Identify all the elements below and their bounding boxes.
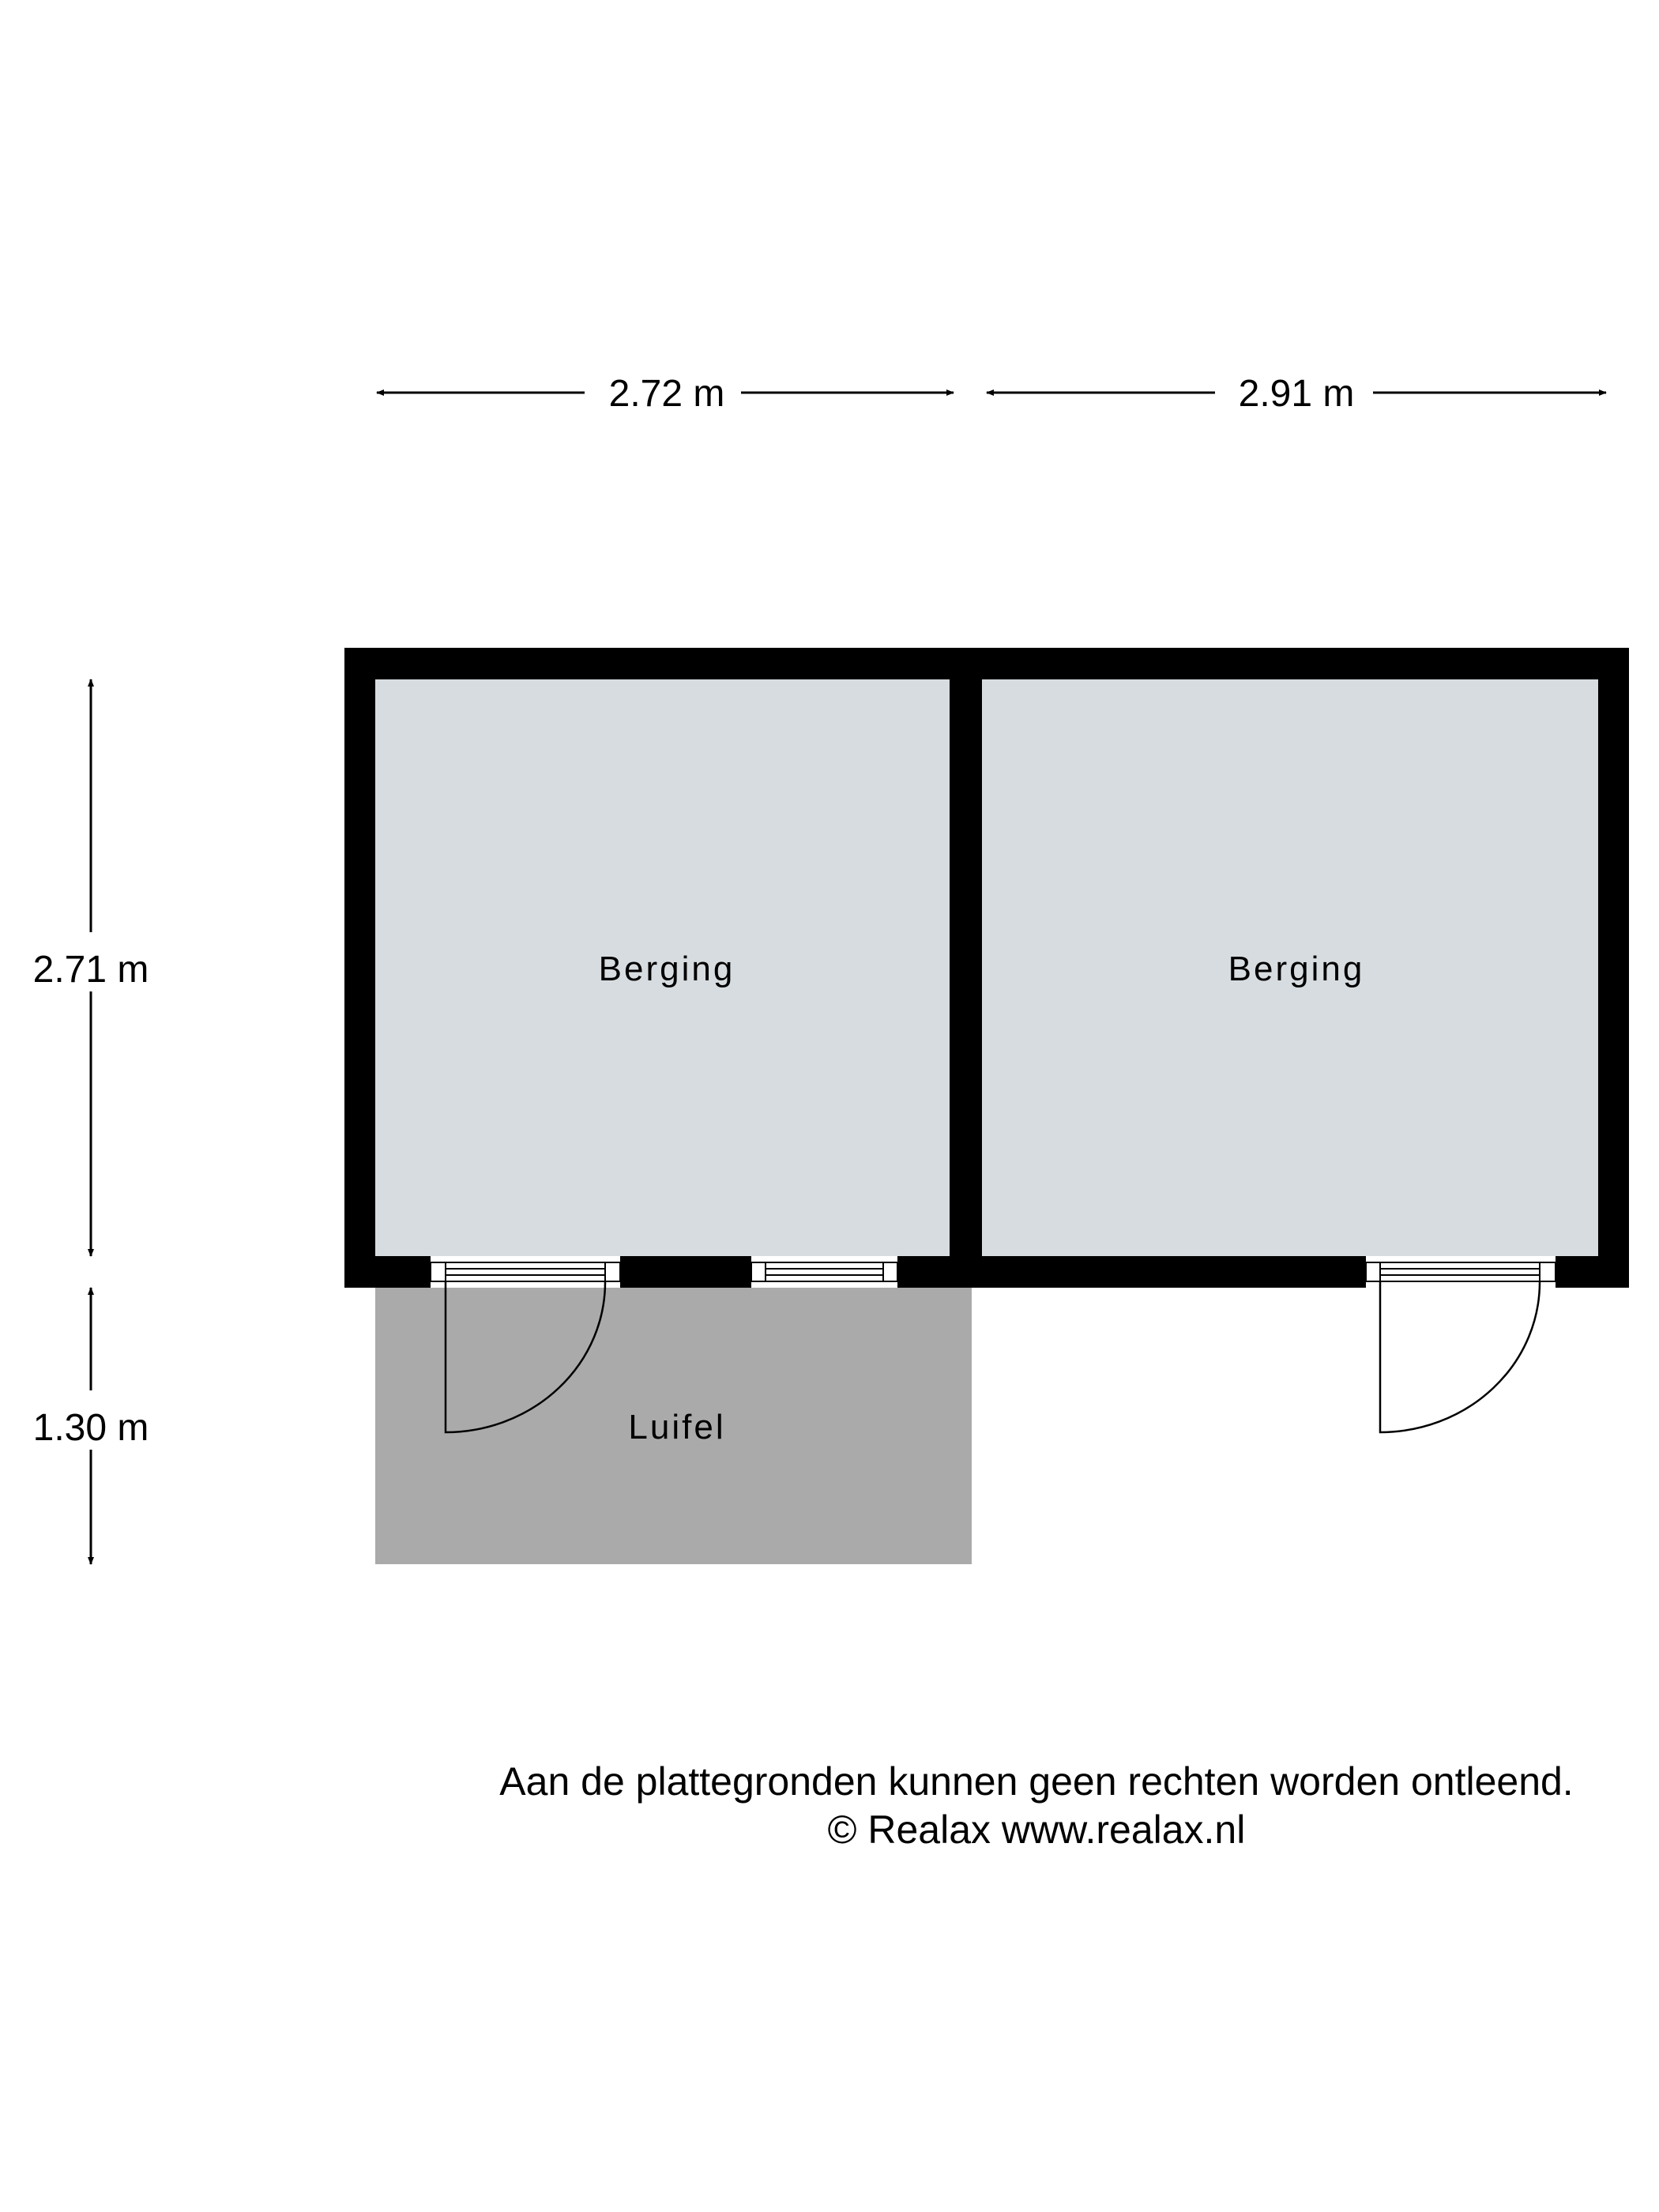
room-fill-left	[375, 679, 950, 1256]
door-opening-left	[430, 1256, 621, 1288]
footer-copyright: © Realax www.realax.nl	[828, 1808, 1246, 1852]
dimension-depth-rooms: 2.71 m	[33, 949, 149, 991]
footer-disclaimer: Aan de plattegronden kunnen geen rechten…	[499, 1759, 1573, 1804]
room-label-berging-right: Berging	[1228, 950, 1365, 988]
door-swing-left	[444, 1281, 607, 1434]
door-opening-right	[1365, 1256, 1556, 1288]
door-swing-right	[1379, 1281, 1541, 1434]
room-label-luifel: Luifel	[628, 1408, 725, 1446]
room-label-berging-left: Berging	[599, 950, 735, 988]
dimension-width-left: 2.72 m	[609, 373, 725, 415]
room-fill-right	[982, 679, 1598, 1256]
dimension-lines	[88, 389, 1607, 1565]
canopy-area	[375, 1286, 972, 1564]
dimension-width-right: 2.91 m	[1239, 373, 1355, 415]
walls	[344, 648, 1629, 1288]
window-left	[750, 1256, 898, 1288]
dimension-depth-canopy: 1.30 m	[33, 1407, 149, 1449]
